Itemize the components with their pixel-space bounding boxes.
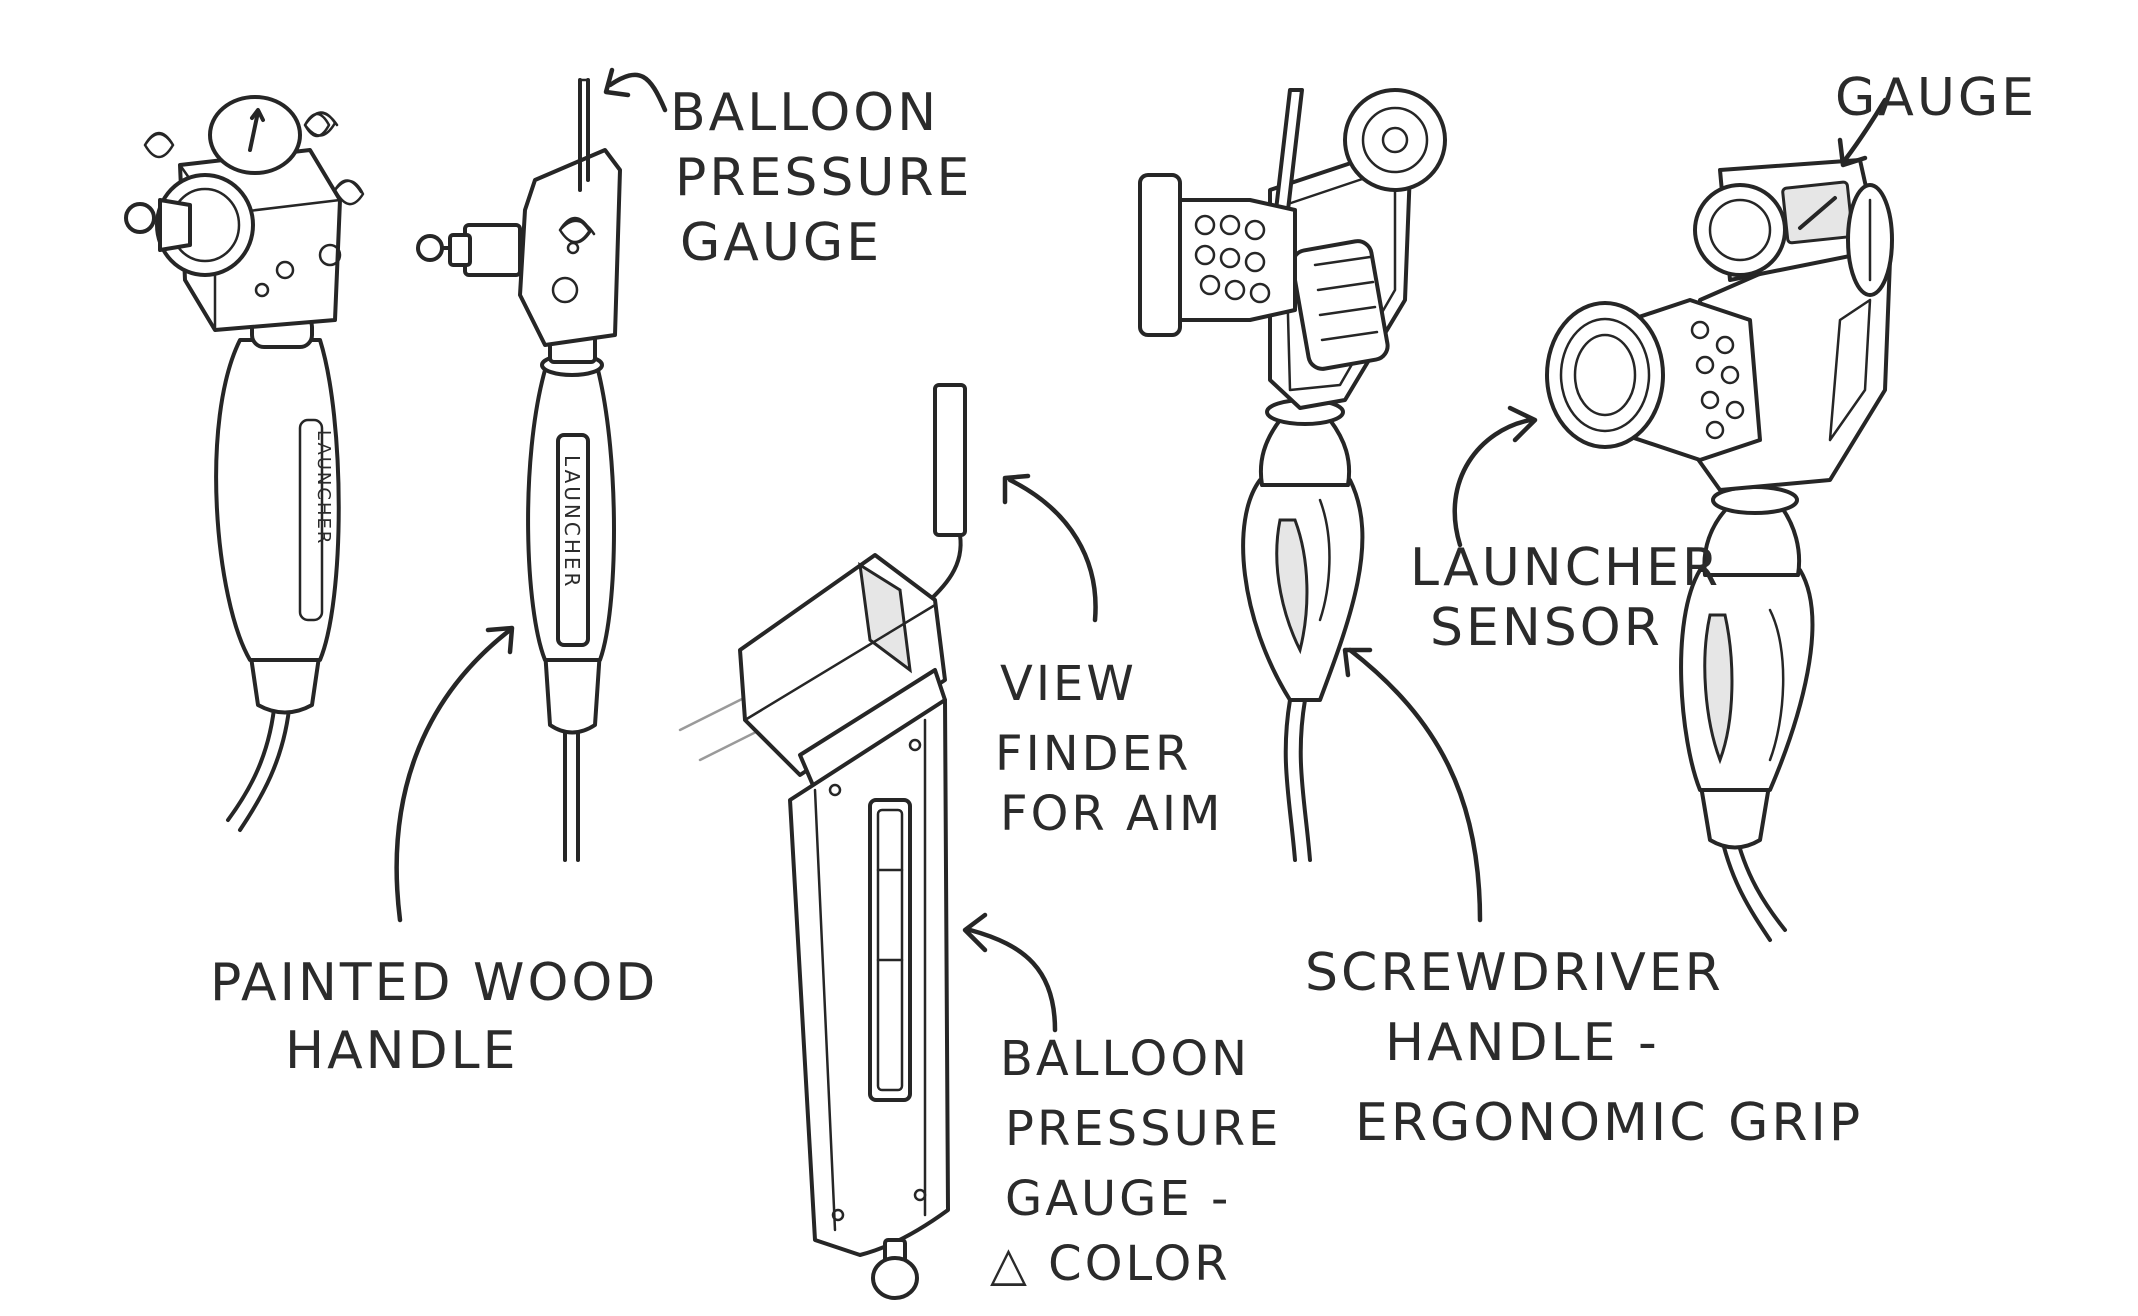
handle-launcher-text-front: LAUNCHER <box>313 430 334 545</box>
label-line: PRESSURE <box>675 148 972 208</box>
label-line: LAUNCHER <box>1410 538 1721 598</box>
arrow-painted-wood-handle <box>394 627 513 923</box>
label-line: SCREWDRIVER <box>1305 943 1724 1003</box>
arrow-launcher-sensor <box>1452 417 1533 548</box>
label-gauge: GAUGE <box>1835 68 2037 128</box>
arrow-balloon-gauge-top <box>607 72 668 113</box>
arrow-gauge <box>1842 97 1888 163</box>
label-line: ERGONOMIC GRIP <box>1355 1093 1863 1153</box>
label-line: △ COLOR <box>990 1236 1231 1292</box>
label-line: PRESSURE <box>1005 1101 1281 1157</box>
launcher-side-view-sketch: LAUNCHER <box>416 78 622 862</box>
arrow-view-finder <box>1007 477 1098 623</box>
label-view-finder: VIEW FINDER FOR AIM <box>995 656 1223 842</box>
label-line: BALLOON <box>670 83 939 143</box>
handle-launcher-text-side: LAUNCHER <box>560 455 584 589</box>
label-line: PAINTED WOOD <box>210 953 658 1013</box>
label-line: HANDLE <box>285 1021 518 1081</box>
arrow-screwdriver-handle <box>1347 647 1483 923</box>
arrow-balloon-gauge-bottom <box>967 927 1058 1033</box>
view-finder-gauge-sketch <box>678 383 967 1300</box>
label-launcher-sensor: LAUNCHER SENSOR <box>1410 538 1721 658</box>
label-line: HANDLE - <box>1385 1013 1660 1073</box>
label-line: GAUGE - <box>1005 1171 1231 1227</box>
label-balloon-pressure-gauge-top: BALLOON PRESSURE GAUGE <box>670 83 972 273</box>
screwdriver-handle-launcher-sketch <box>1138 88 1447 862</box>
label-line: GAUGE <box>680 213 882 273</box>
launcher-front-view-sketch: LAUNCHER <box>124 95 365 832</box>
gauge-sensor-launcher-sketch <box>1545 158 1894 942</box>
label-line: VIEW <box>1000 656 1137 712</box>
label-line: SENSOR <box>1430 598 1663 658</box>
label-line: BALLOON <box>1000 1031 1250 1087</box>
label-screwdriver-handle: SCREWDRIVER HANDLE - ERGONOMIC GRIP <box>1305 943 1863 1153</box>
label-line: FINDER <box>995 726 1191 782</box>
label-line: GAUGE <box>1835 68 2037 128</box>
annotation-arrows <box>394 67 1888 1033</box>
label-painted-wood-handle: PAINTED WOOD HANDLE <box>210 953 658 1081</box>
label-balloon-pressure-gauge-bottom: BALLOON PRESSURE GAUGE - △ COLOR <box>990 1031 1281 1292</box>
label-line: FOR AIM <box>1000 786 1223 842</box>
